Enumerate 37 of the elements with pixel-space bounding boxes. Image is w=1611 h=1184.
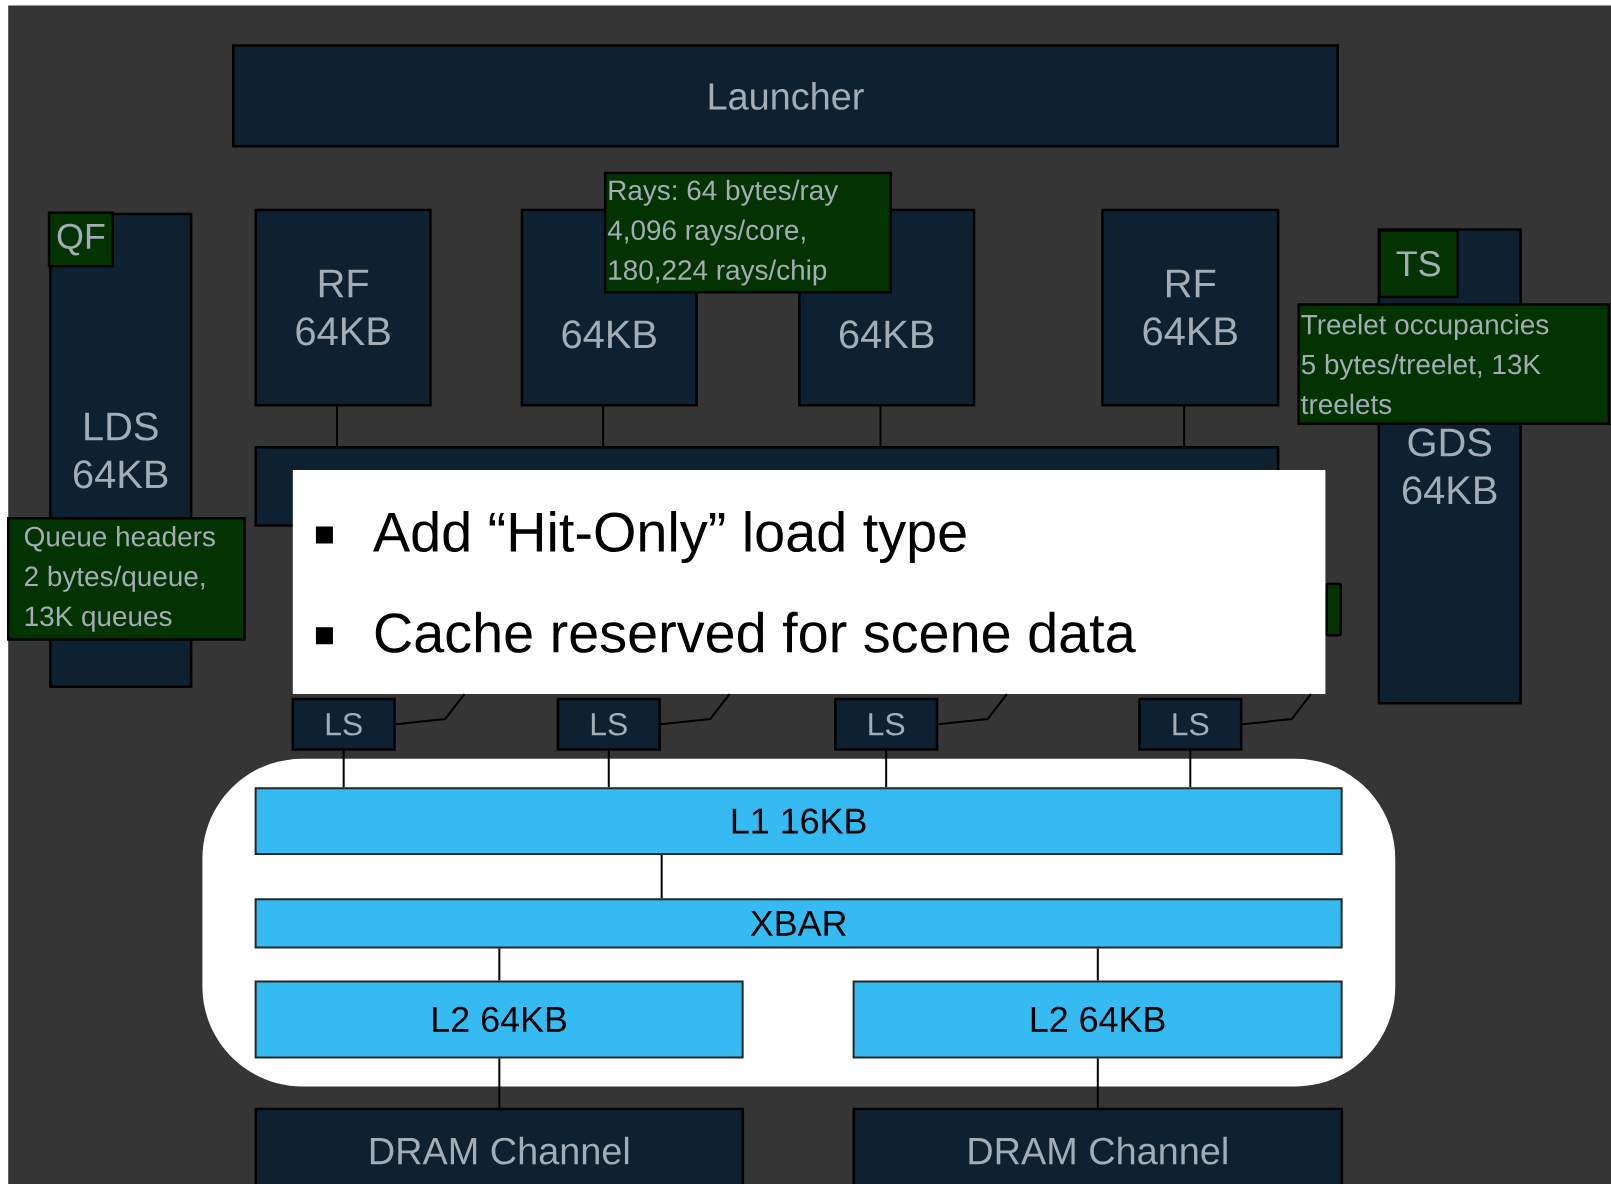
connector-line [885, 749, 888, 789]
connector-line [1189, 749, 1192, 789]
callout-box: Add “Hit-Only” load type Cache reserved for scene data [292, 469, 1326, 694]
cache-bar: L1 16KB [254, 787, 1343, 855]
connector-line [659, 693, 731, 726]
crossbar: XBAR [254, 898, 1343, 949]
annotation-box: Treelet occupancies 5 bytes/treelet, 13K treelets [1297, 303, 1611, 425]
register-file-box: RF 64KB [254, 208, 432, 407]
launcher-box: Launcher [232, 44, 1339, 148]
tag-box [1325, 582, 1343, 637]
connector-line [602, 405, 605, 448]
connector-line [1096, 947, 1099, 982]
connector-line [342, 749, 345, 789]
connector-line [937, 693, 1008, 726]
tag-box: QF [47, 211, 115, 268]
connector-line [498, 947, 501, 982]
connector-line [1183, 405, 1186, 448]
load-store-box: LS [556, 697, 661, 751]
tag-box: TS [1378, 229, 1459, 299]
register-file-box: RF 64KB [1101, 208, 1280, 407]
connector-line [1241, 693, 1312, 726]
annotation-box: Rays: 64 bytes/ray 4,096 rays/core, 180,224 rays/chip [603, 171, 893, 294]
connector-line [336, 405, 338, 448]
dram-box: DRAM Channel [254, 1107, 745, 1184]
connector-line [607, 749, 610, 789]
annotation-box: Queue headers 2 bytes/queue, 13K queues [6, 516, 246, 641]
connector-line [498, 1057, 501, 1109]
load-store-box: LS [834, 697, 939, 751]
connector-line [394, 693, 466, 726]
load-store-box: LS [291, 697, 396, 751]
connector-line [1096, 1057, 1099, 1109]
cache-box: L2 64KB [254, 980, 744, 1059]
dram-box: DRAM Channel [852, 1107, 1344, 1184]
connector-line [660, 854, 663, 900]
cache-box: L2 64KB [852, 980, 1343, 1059]
load-store-box: LS [1138, 697, 1243, 751]
connector-line [879, 405, 882, 448]
